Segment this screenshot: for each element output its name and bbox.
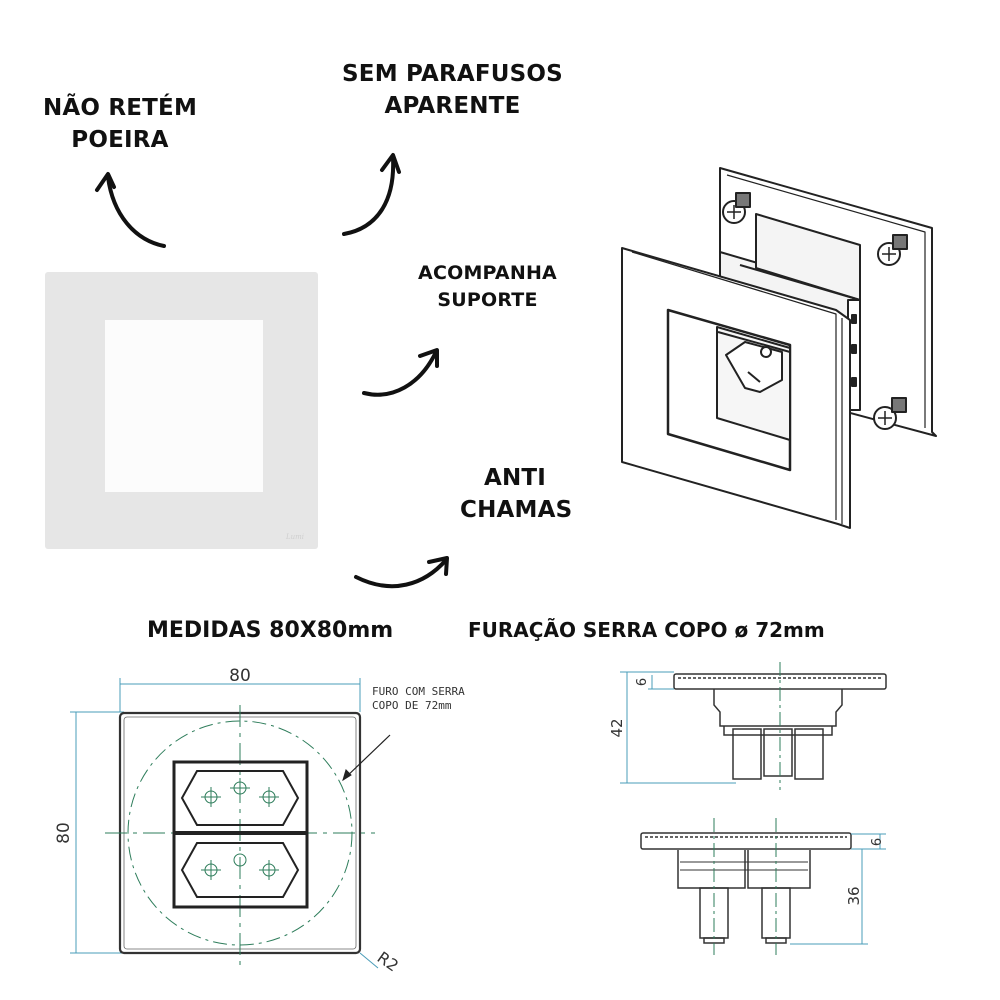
screw-icon — [877, 234, 908, 266]
product-plate-photo: Lumi — [45, 272, 318, 549]
arrow-support-icon — [362, 348, 439, 397]
feature-support-label: ACOMPANHA SUPORTE — [400, 260, 575, 313]
feature-support-line1: ACOMPANHA — [418, 262, 557, 284]
drilling-note-line2: COPO DE 72mm — [372, 699, 452, 712]
feature-screws-line1: SEM PARAFUSOS — [342, 61, 563, 87]
side-bottom-depth-value: 36 — [845, 886, 863, 905]
feature-flame-line2: CHAMAS — [460, 497, 573, 524]
side-bottom-thickness-value: 6 — [870, 838, 885, 846]
feature-dust-line2: POEIRA — [71, 127, 169, 154]
plate-logo: Lumi — [285, 533, 304, 541]
socket-outline-top — [180, 770, 300, 826]
measures-heading: MEDIDAS 80X80mm — [147, 618, 394, 643]
feature-dust-label: NÃO RETÉM POEIRA — [30, 92, 210, 156]
feature-dust-line1: NÃO RETÉM — [42, 95, 198, 121]
screw-icon — [722, 192, 751, 224]
feature-support-line2: SUPORTE — [437, 288, 538, 311]
width-dimension-value: 80 — [229, 666, 251, 686]
socket-outline-bottom — [180, 842, 300, 898]
feature-screws-line2: APARENTE — [384, 93, 521, 120]
arrow-flame-icon — [354, 556, 449, 589]
side-top-depth-value: 42 — [608, 718, 626, 737]
height-dimension-value: 80 — [54, 822, 74, 844]
side-top-thickness-value: 6 — [635, 678, 650, 686]
side-view-bottom — [640, 832, 852, 944]
drilling-note-line1: FURO COM SERRA — [372, 685, 465, 698]
plate-opening — [105, 320, 263, 492]
feature-flame-label: ANTI CHAMAS — [460, 462, 573, 526]
arrow-screws-icon — [342, 153, 401, 236]
feature-screws-label: SEM PARAFUSOS APARENTE — [330, 58, 575, 122]
arrow-dust-icon — [95, 172, 166, 248]
screw-icon — [873, 397, 907, 430]
feature-flame-line1: ANTI — [483, 465, 547, 491]
drilling-heading: FURAÇÃO SERRA COPO ø 72mm — [468, 618, 825, 642]
